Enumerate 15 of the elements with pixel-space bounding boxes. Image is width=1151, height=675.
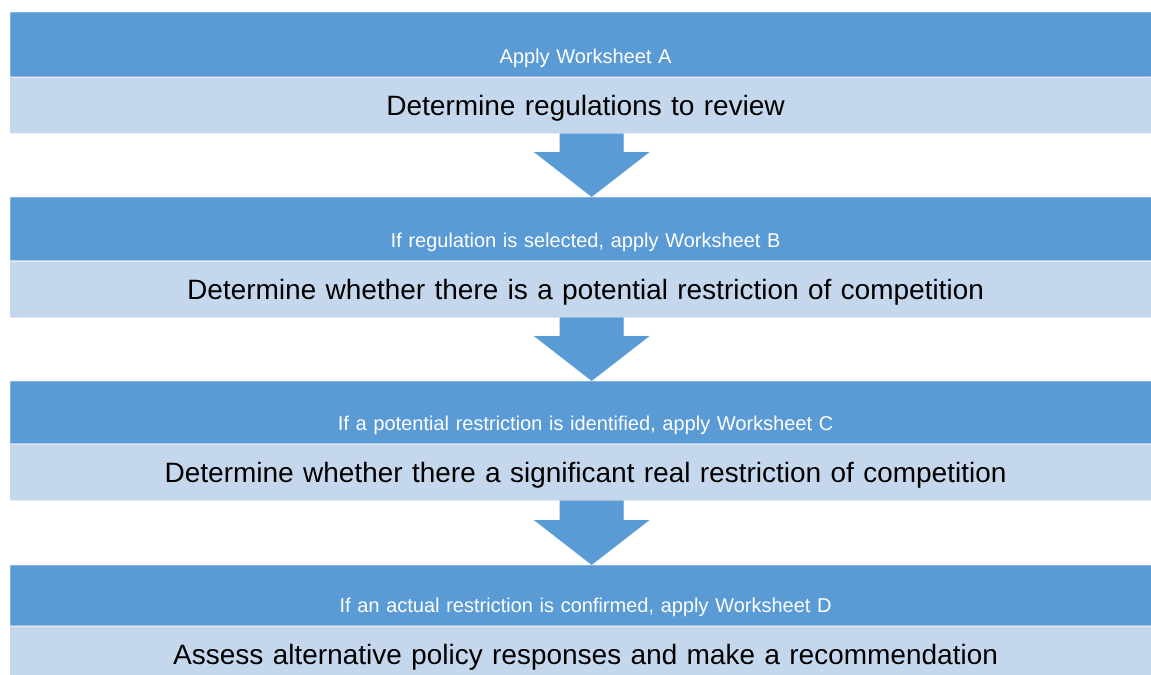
- stage-heading: If a potential restriction is identified, apply Worksheet C: [339, 415, 833, 435]
- stage-description: Determine whether there is a potential restriction of competition: [189, 278, 982, 305]
- stage-box: [9, 381, 1151, 501]
- block-arrow: [533, 500, 650, 566]
- stage-box: [9, 12, 1151, 134]
- stage-heading: Apply Worksheet A: [499, 48, 672, 68]
- stage-box: [9, 565, 1151, 675]
- stage-description: Determine regulations to review: [388, 94, 785, 121]
- stage-heading: If an actual restriction is confirmed, apply Worksheet D: [341, 597, 831, 617]
- stage-description: Determine whether there a significant real restriction of competition: [166, 461, 1005, 488]
- stage-heading: If regulation is selected, apply Worksheet B: [392, 232, 780, 252]
- stage-box: [9, 197, 1151, 318]
- block-arrow: [533, 133, 650, 198]
- stage-description: Assess alternative policy responses and make a recommendation: [173, 643, 996, 670]
- block-arrow: [533, 317, 650, 382]
